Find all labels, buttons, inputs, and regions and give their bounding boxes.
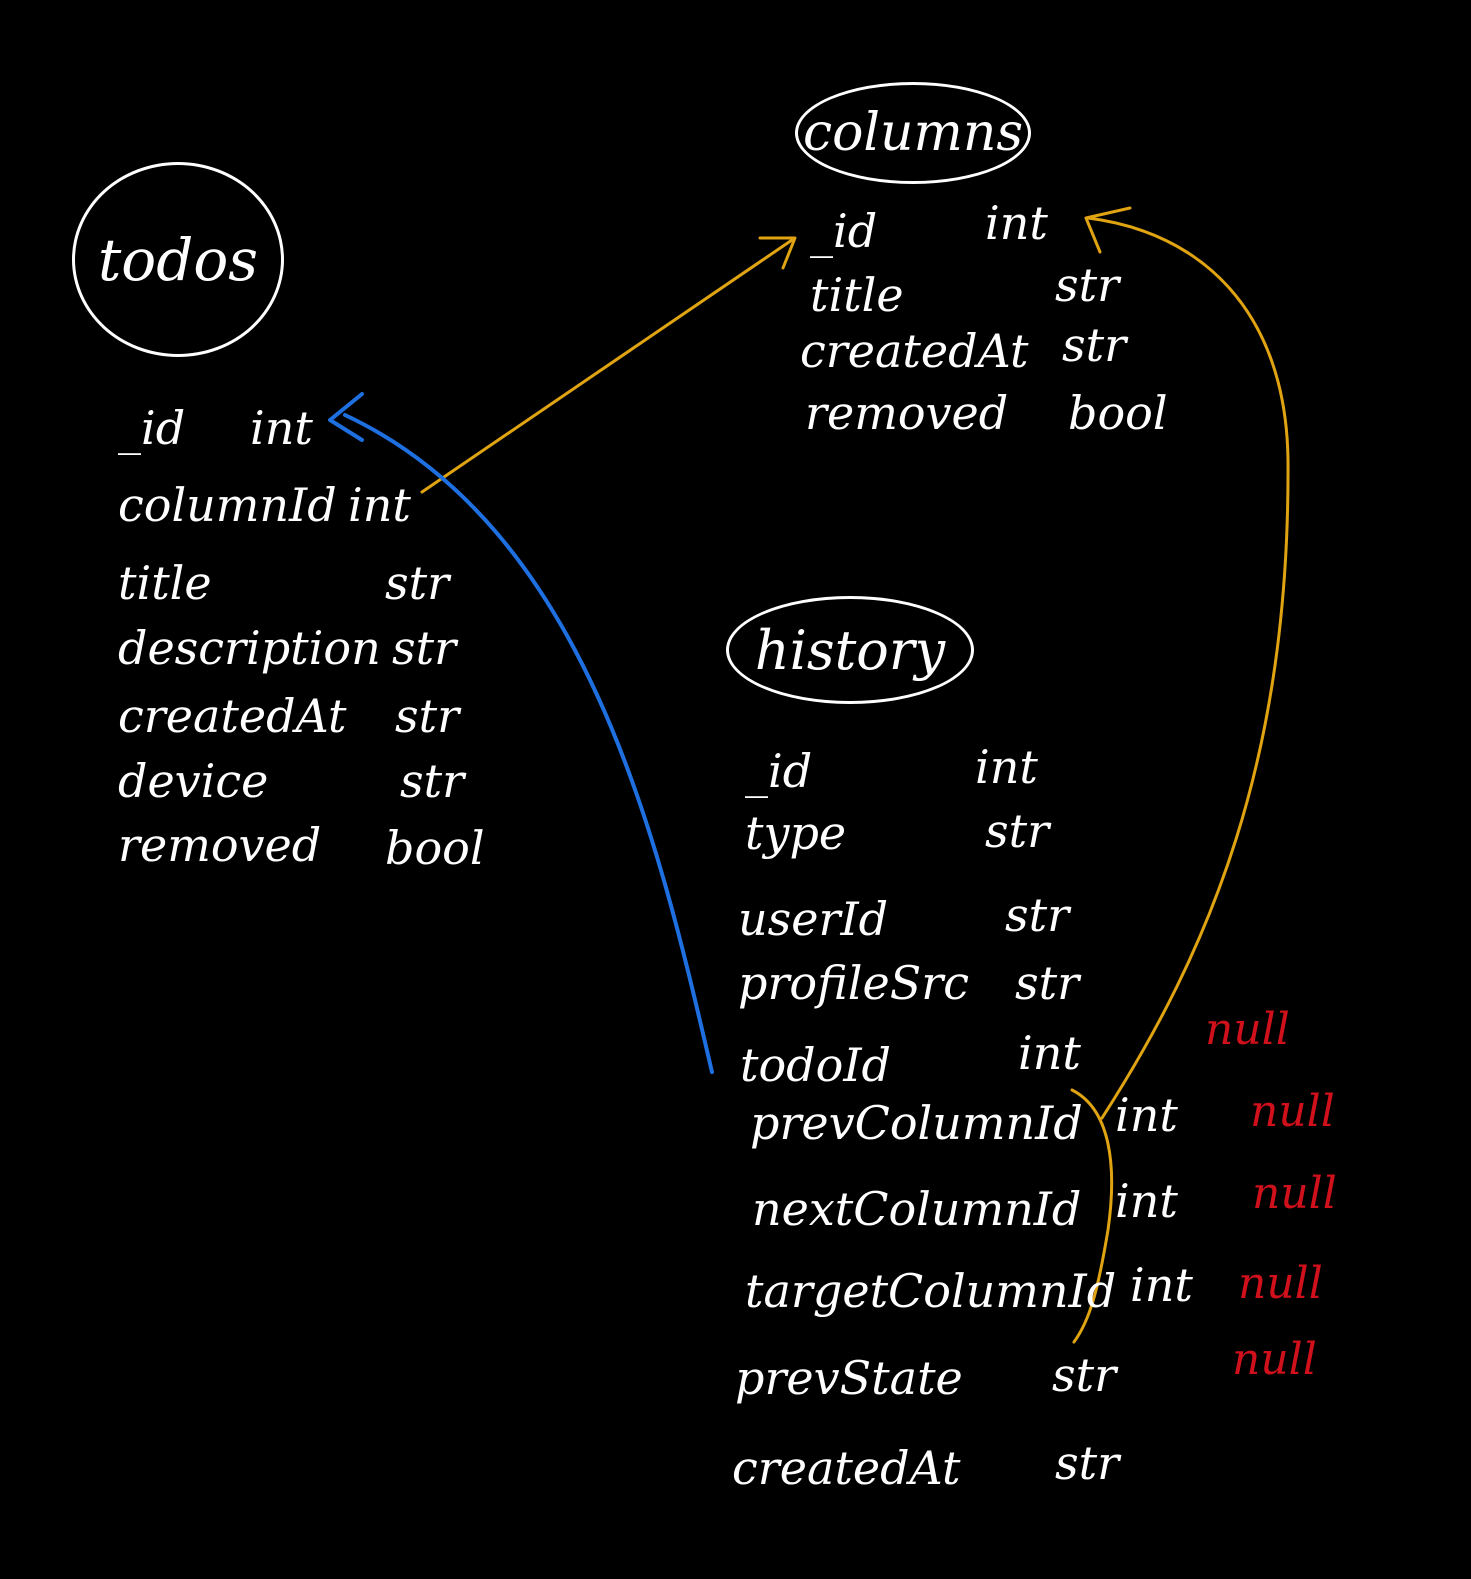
history-columnIds-to-columns-id-arrowhead xyxy=(1084,206,1132,254)
todos-title-oval: todos xyxy=(72,162,284,357)
todos-field-name: createdAt xyxy=(118,689,347,743)
todos-field-type: str xyxy=(392,621,457,675)
todos-field-type: str xyxy=(400,754,465,808)
history-todoId-to-todos-id-arrowhead xyxy=(328,392,364,442)
todos-field-type: bool xyxy=(385,821,485,875)
history-field-type: str xyxy=(1052,1348,1117,1402)
history-field-nullable: null xyxy=(1205,1004,1290,1055)
todos-title: todos xyxy=(97,225,259,294)
history-todoId-to-todos-id-line xyxy=(343,413,714,1074)
history-field-type: int xyxy=(1115,1174,1178,1228)
columns-field-type: int xyxy=(985,196,1048,250)
columns-field-type: bool xyxy=(1068,386,1168,440)
columns-field-name: _id xyxy=(810,204,878,258)
todos-field-name: title xyxy=(118,556,212,610)
todos-columnId-to-columns-id-arrowhead xyxy=(758,236,797,270)
columns-field-name: title xyxy=(810,268,904,322)
history-title: history xyxy=(754,618,946,682)
columns-title: columns xyxy=(802,103,1024,163)
todos-field-name: removed xyxy=(118,818,322,872)
history-field-type: int xyxy=(1130,1258,1193,1312)
history-field-type: str xyxy=(1055,1436,1120,1490)
history-field-type: str xyxy=(985,804,1050,858)
columns-field-name: removed xyxy=(805,386,1009,440)
todos-field-name: columnId xyxy=(118,478,337,532)
history-field-name: targetColumnId xyxy=(745,1264,1117,1318)
history-field-name: prevState xyxy=(735,1351,963,1405)
history-field-nullable: null xyxy=(1250,1086,1335,1137)
history-columnIds-bracket xyxy=(1070,1088,1114,1344)
history-field-type: int xyxy=(975,740,1038,794)
history-title-oval: history xyxy=(726,596,974,704)
history-field-type: str xyxy=(1015,956,1080,1010)
todos-field-type: int xyxy=(250,401,313,455)
history-field-nullable: null xyxy=(1252,1168,1337,1219)
columns-field-name: createdAt xyxy=(800,324,1029,378)
todos-field-name: device xyxy=(118,754,269,808)
todos-field-type: str xyxy=(385,556,450,610)
history-field-name: prevColumnId xyxy=(750,1096,1083,1150)
columns-field-type: str xyxy=(1062,318,1127,372)
history-field-name: createdAt xyxy=(732,1441,961,1495)
columns-field-type: str xyxy=(1055,258,1120,312)
history-field-type: int xyxy=(1018,1026,1081,1080)
history-field-name: nextColumnId xyxy=(752,1182,1082,1236)
history-field-name: _id xyxy=(745,744,813,798)
history-field-name: userId xyxy=(738,892,889,946)
columns-title-oval: columns xyxy=(795,82,1031,184)
history-columnIds-to-columns-id-line xyxy=(1086,216,1290,1120)
todos-columnId-to-columns-id-line xyxy=(420,238,794,494)
todos-field-type: int xyxy=(348,478,411,532)
history-field-type: int xyxy=(1115,1088,1178,1142)
history-field-nullable: null xyxy=(1232,1334,1317,1385)
todos-field-type: str xyxy=(395,689,460,743)
history-field-name: todoId xyxy=(740,1038,891,1092)
history-field-name: profileSrc xyxy=(738,956,970,1010)
todos-field-name: description xyxy=(118,621,381,675)
history-field-nullable: null xyxy=(1238,1258,1323,1309)
history-field-name: type xyxy=(745,806,847,860)
todos-field-name: _id xyxy=(118,401,186,455)
history-field-type: str xyxy=(1005,888,1070,942)
